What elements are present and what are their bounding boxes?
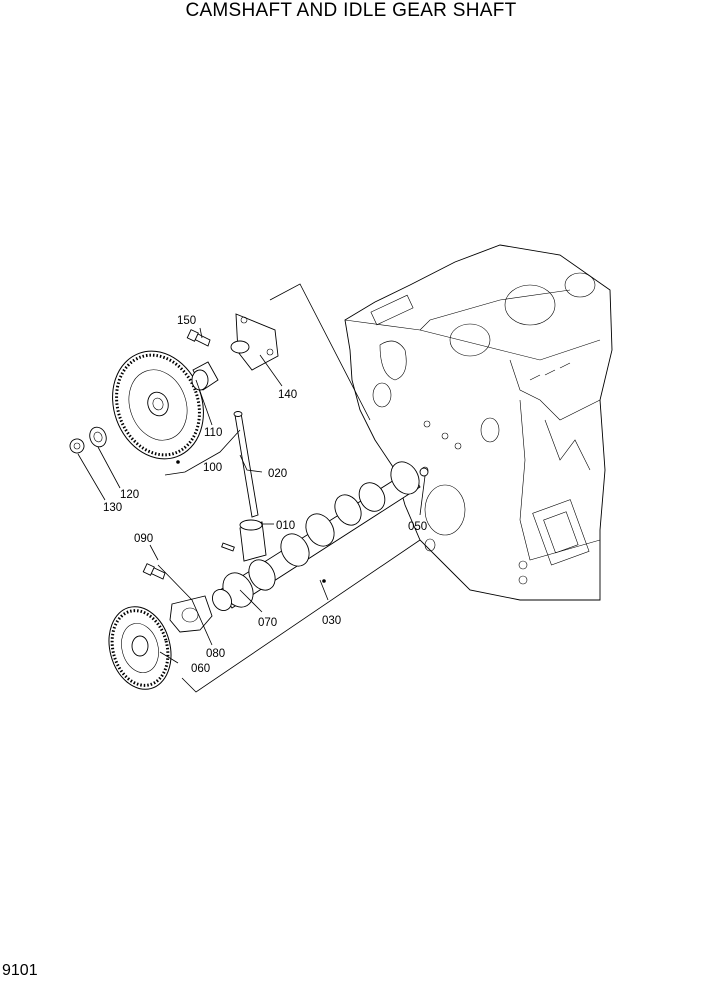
idle-gear-bushing bbox=[191, 361, 219, 391]
callout-150: 150 bbox=[177, 315, 196, 327]
callout-030: 030 bbox=[322, 615, 341, 627]
callout-140: 140 bbox=[278, 389, 297, 401]
callout-labels: 150 140 110 100 020 120 130 010 050 090 … bbox=[103, 315, 427, 675]
thrust-washer bbox=[89, 426, 107, 448]
callout-130: 130 bbox=[103, 502, 122, 514]
callout-020: 020 bbox=[268, 468, 287, 480]
callout-060: 060 bbox=[191, 663, 210, 675]
page-title: CAMSHAFT AND IDLE GEAR SHAFT bbox=[185, 0, 517, 21]
idle-gear bbox=[112, 350, 204, 460]
tappet bbox=[239, 519, 267, 562]
plug-050 bbox=[419, 467, 429, 477]
callout-070: 070 bbox=[258, 617, 277, 629]
page-number: 9101 bbox=[2, 962, 38, 979]
push-rod bbox=[233, 411, 259, 518]
camshaft-gear bbox=[108, 606, 172, 690]
nut-130 bbox=[69, 438, 85, 454]
camshaft bbox=[212, 461, 421, 611]
engine-block bbox=[344, 244, 613, 601]
callout-100: 100 bbox=[203, 462, 222, 474]
thrust-plate bbox=[169, 595, 213, 633]
callout-090: 090 bbox=[134, 533, 153, 545]
callout-080: 080 bbox=[206, 648, 225, 660]
key-070 bbox=[221, 542, 235, 552]
bolt-090 bbox=[142, 563, 166, 580]
callout-010: 010 bbox=[276, 520, 295, 532]
idle-gear-shaft bbox=[230, 313, 279, 371]
bolt-150 bbox=[186, 329, 211, 347]
leader-lines bbox=[77, 283, 426, 693]
callout-050: 050 bbox=[408, 521, 427, 533]
callout-110: 110 bbox=[204, 427, 222, 439]
callout-120: 120 bbox=[120, 489, 139, 501]
